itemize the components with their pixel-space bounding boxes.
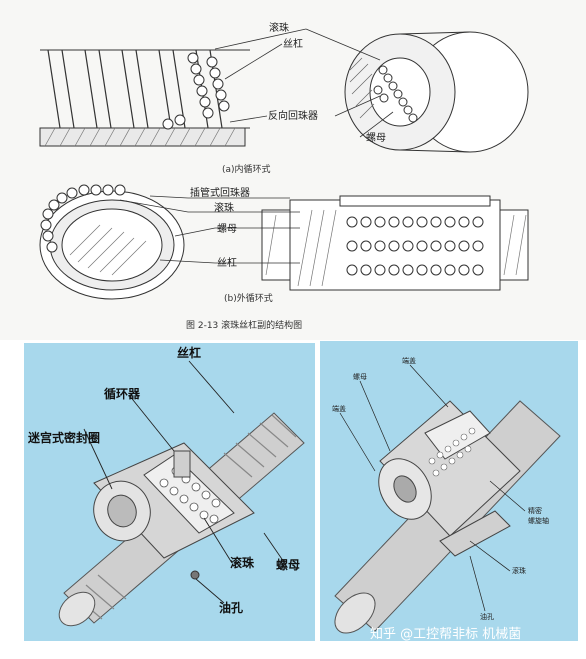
label-youkong-blue: 油孔 [219, 600, 243, 615]
bottom-right-svg: 端盖 螺母 端盖 精密 螺旋轴 滚珠 油孔 知乎 @工控帮非标 机械菌 [332, 356, 561, 642]
bottom-left-render-panel: 丝杠 循环器 迷宫式密封圈 滚珠 螺母 油孔 [24, 343, 315, 641]
external-circulation-end-view [39, 184, 185, 300]
internal-circulation-screw [39, 49, 250, 147]
label-fanxiang: 反向回珠器 [268, 109, 318, 122]
label-sigang-b: 丝杠 [217, 256, 237, 269]
ball-screw-assembly-right [334, 400, 561, 634]
label-gunzhu-a: 滚珠 [269, 21, 289, 34]
internal-circulation-nut [344, 31, 529, 153]
label-duangai-1: 端盖 [402, 356, 416, 365]
ball-nut-body [93, 442, 255, 580]
leaders-a [214, 28, 394, 138]
figure-caption: 图 2-13 滚珠丝杠副的结构图 [186, 319, 302, 331]
label-luomu-b: 螺母 [217, 223, 237, 235]
label-youkong-right: 油孔 [480, 612, 494, 621]
label-sigang-a: 丝杠 [283, 37, 303, 50]
label-duangai-2: 端盖 [332, 404, 346, 413]
label-sigang-blue: 丝杠 [177, 345, 201, 360]
label-luoxuanzhou: 螺旋轴 [528, 516, 549, 525]
label-gunzhu-blue: 滚珠 [230, 555, 255, 570]
leaders-b [119, 195, 300, 264]
label-luomu-a: 螺母 [366, 132, 386, 144]
label-gunzhu-b: 滚珠 [214, 201, 234, 214]
external-circulation-long-view [261, 195, 529, 291]
caption-a: (a)内循环式 [222, 163, 271, 175]
label-chaguan: 插管式回珠器 [190, 186, 250, 199]
leaders-br [339, 364, 526, 612]
top-line-drawing-panel: 滚珠 丝杠 反向回珠器 螺母 (a)内循环式 [39, 21, 529, 331]
top-diagram-svg: 滚珠 丝杠 反向回珠器 螺母 (a)内循环式 [39, 21, 529, 331]
label-xunhuanqi: 循环器 [104, 386, 141, 401]
label-jingmi: 精密 [528, 506, 542, 515]
label-luomu-blue: 螺母 [276, 557, 300, 572]
bottom-left-svg: 丝杠 循环器 迷宫式密封圈 滚珠 螺母 油孔 [27, 345, 305, 627]
label-gunzhu-right: 滚珠 [512, 566, 526, 575]
zhihu-watermark: 知乎 @工控帮非标 机械菌 [370, 626, 521, 641]
caption-b: (b)外循环式 [224, 292, 273, 304]
leaders-bl [83, 360, 287, 604]
bottom-right-render-panel: 端盖 螺母 端盖 精密 螺旋轴 滚珠 油孔 知乎 @工控帮非标 机械菌 [320, 341, 578, 642]
label-luomu-right: 螺母 [353, 372, 367, 381]
label-migong: 迷宫式密封圈 [27, 430, 100, 445]
